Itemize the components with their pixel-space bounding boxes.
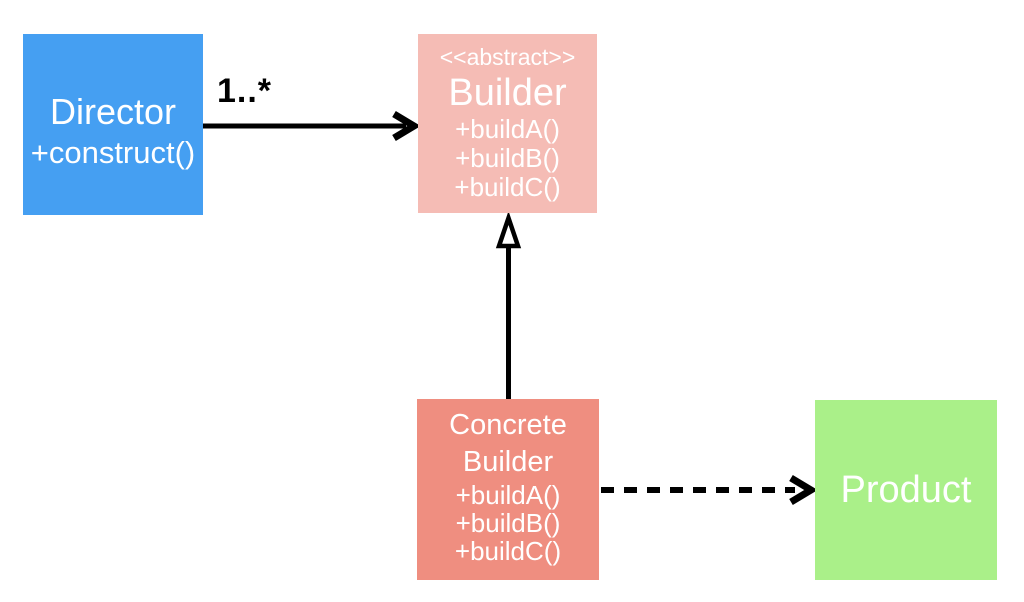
builder-class-box: <<abstract>> Builder +buildA() +buildB()…: [418, 34, 597, 213]
director-class-title: Director: [49, 90, 177, 132]
product-class-box: Product: [815, 400, 997, 580]
builder-stereotype: <<abstract>>: [439, 44, 576, 70]
director-method-construct: +construct(): [30, 134, 196, 170]
association-arrow-director-to-builder: [203, 110, 421, 142]
builder-method-buildb: +buildB(): [455, 143, 560, 173]
builder-method-builda: +buildA(): [455, 114, 560, 144]
director-class-box: Director +construct(): [23, 34, 203, 215]
builder-method-buildc: +buildC(): [454, 172, 561, 202]
concrete-builder-class-box: Concrete Builder +buildA() +buildB() +bu…: [417, 399, 599, 580]
concrete-builder-method-buildc: +buildC(): [454, 536, 562, 566]
concrete-builder-method-buildb: +buildB(): [455, 508, 561, 538]
concrete-builder-class-title: Concrete Builder: [449, 409, 567, 478]
product-class-title: Product: [840, 468, 972, 511]
builder-class-title: Builder: [448, 72, 567, 114]
generalization-arrow-concrete-to-builder: [495, 210, 522, 399]
dependency-arrow-concrete-to-product: [601, 474, 818, 506]
concrete-builder-method-builda: +buildA(): [455, 480, 561, 510]
multiplicity-label: 1..*: [217, 72, 273, 110]
